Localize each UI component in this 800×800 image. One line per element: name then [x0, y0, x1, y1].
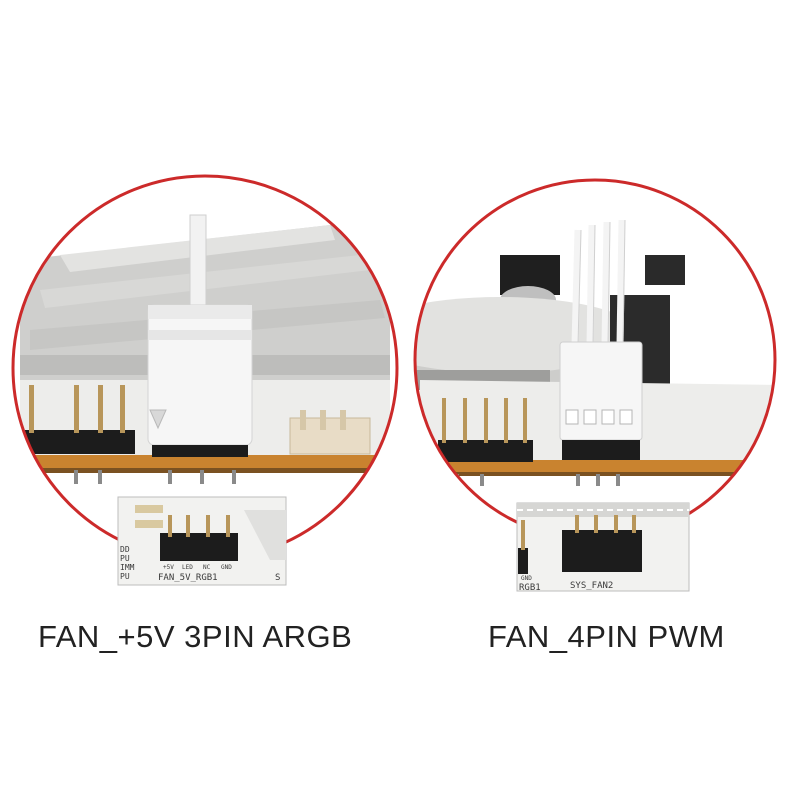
argb-connector — [147, 214, 253, 457]
beige-connector — [289, 410, 371, 455]
header-label-fan-5v-rgb1: FAN_5V_RGB1 — [158, 573, 218, 583]
header-label-sys-fan2: SYS_FAN2 — [570, 581, 613, 591]
side-label-1: PU — [120, 554, 130, 563]
pwm-connector — [559, 341, 643, 460]
argb-closeup-illustration: DD PU IMM PU +5V LED NC GND FAN_5V_RGB1 … — [11, 174, 399, 586]
argb-pin-header — [25, 385, 135, 454]
pwm-silkscreen-inset: GND RGB1 SYS_FAN2 — [516, 502, 690, 593]
pwm-closeup-illustration: GND RGB1 SYS_FAN2 — [413, 178, 777, 593]
pwm-photo-panel: GND RGB1 SYS_FAN2 — [400, 0, 800, 640]
argb-header-block — [160, 533, 238, 561]
side-label-0: DD — [120, 545, 130, 554]
fan-wires — [571, 219, 626, 346]
argb-caption: FAN_+5V 3PIN ARGB — [38, 619, 353, 654]
side-label-2: IMM — [120, 563, 135, 572]
pwm-caption: FAN_4PIN PWM — [488, 619, 725, 654]
pin-label-led: LED — [182, 564, 193, 571]
left-label-rgb1: RGB1 — [519, 583, 541, 593]
trailing-label: S — [275, 573, 280, 583]
pin-label-nc: NC — [203, 564, 211, 571]
argb-photo-panel: DD PU IMM PU +5V LED NC GND FAN_5V_RGB1 … — [0, 0, 400, 640]
left-label-gnd: GND — [521, 575, 532, 582]
pwm-header-block — [562, 530, 642, 572]
argb-silkscreen-inset: DD PU IMM PU +5V LED NC GND FAN_5V_RGB1 … — [117, 496, 287, 586]
pin-label-gnd: GND — [221, 564, 232, 571]
pwm-pin-header — [438, 398, 533, 462]
pin-label-5v: +5V — [163, 564, 174, 571]
side-label-3: PU — [120, 572, 130, 581]
